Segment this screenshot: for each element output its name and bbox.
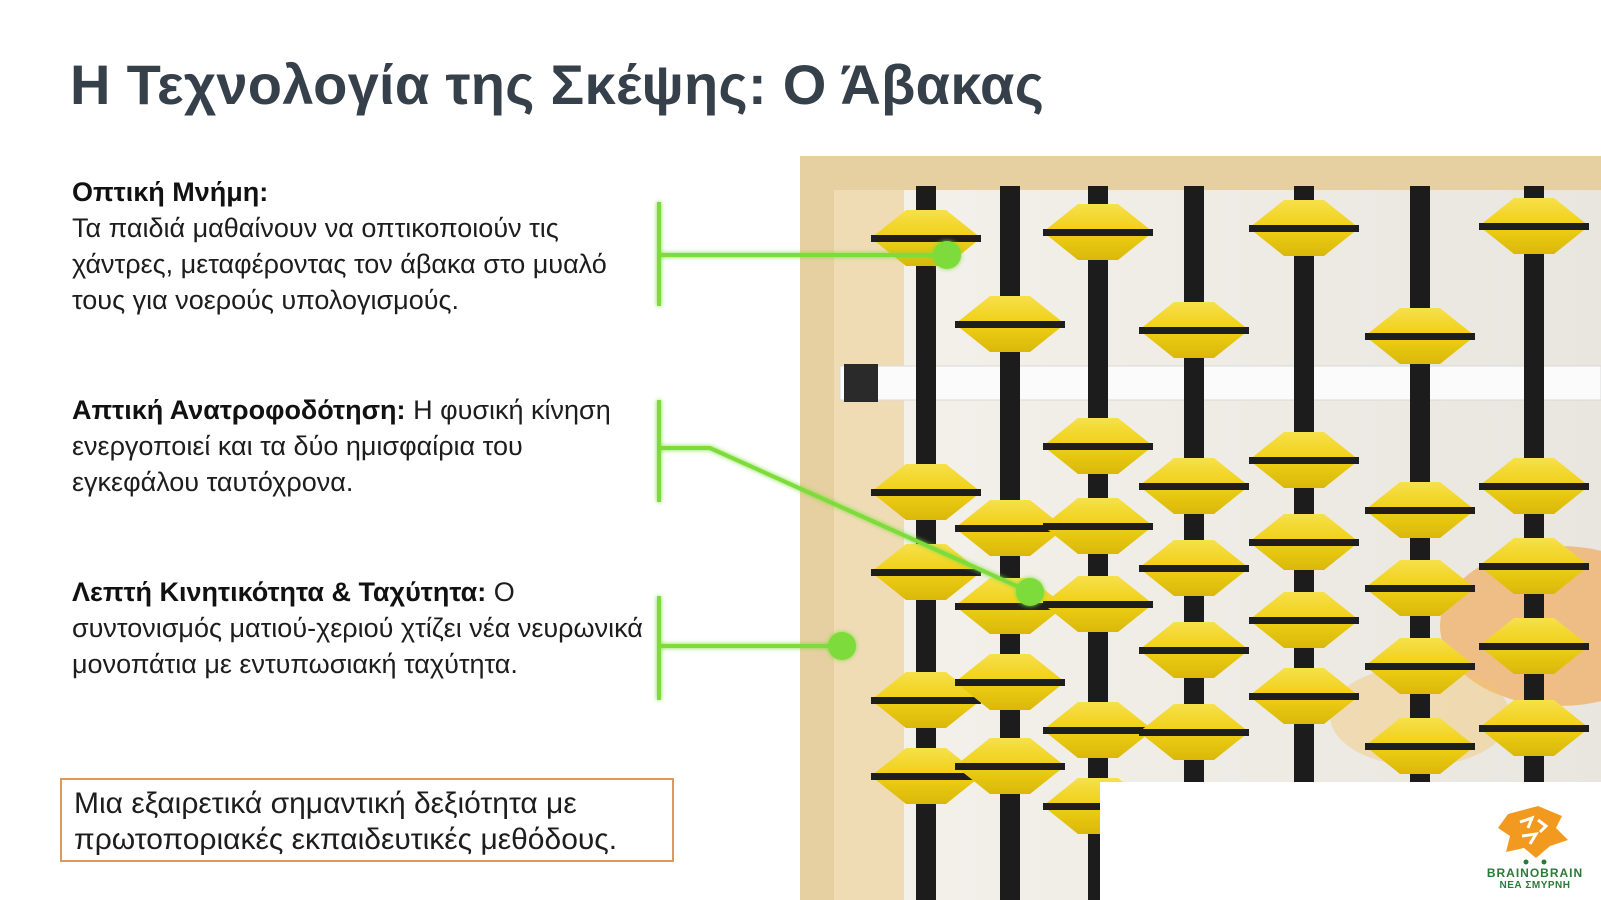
logo-brand-text: BRAINOBRAIN	[1486, 866, 1584, 880]
point-visual-memory: Οπτική Μνήμη: Τα παιδιά μαθαίνουν να οπτ…	[72, 174, 652, 318]
logo-location-text: ΝΕΑ ΣΜΥΡΝΗ	[1499, 880, 1571, 891]
point-heading: Λεπτή Κινητικότητα & Ταχύτητα:	[72, 577, 487, 607]
point-text: Ο συντονισμός ματιού-χεριού χτίζει νέα ν…	[72, 577, 643, 679]
point-heading: Απτική Ανατροφοδότηση:	[72, 395, 406, 425]
point-fine-motor: Λεπτή Κινητικότητα & Ταχύτητα: Ο συντονι…	[72, 574, 652, 682]
logo-icon	[1498, 806, 1568, 865]
point-heading: Οπτική Μνήμη:	[72, 177, 269, 207]
slide-title: Η Τεχνολογία της Σκέψης: Ο Άβακας	[70, 53, 1045, 116]
point-text: Η φυσική κίνηση ενεργοποιεί και τα δύο η…	[72, 395, 611, 497]
brainobrain-logo: BRAINOBRAIN ΝΕΑ ΣΜΥΡΝΗ	[1480, 806, 1590, 896]
point-tactile-feedback: Απτική Ανατροφοδότηση: Η φυσική κίνηση ε…	[72, 392, 652, 500]
highlight-box: Μια εξαιρετικά σημαντική δεξιότητα με πρ…	[60, 778, 674, 862]
point-text: Τα παιδιά μαθαίνουν να οπτικοποιούν τις …	[72, 213, 607, 315]
